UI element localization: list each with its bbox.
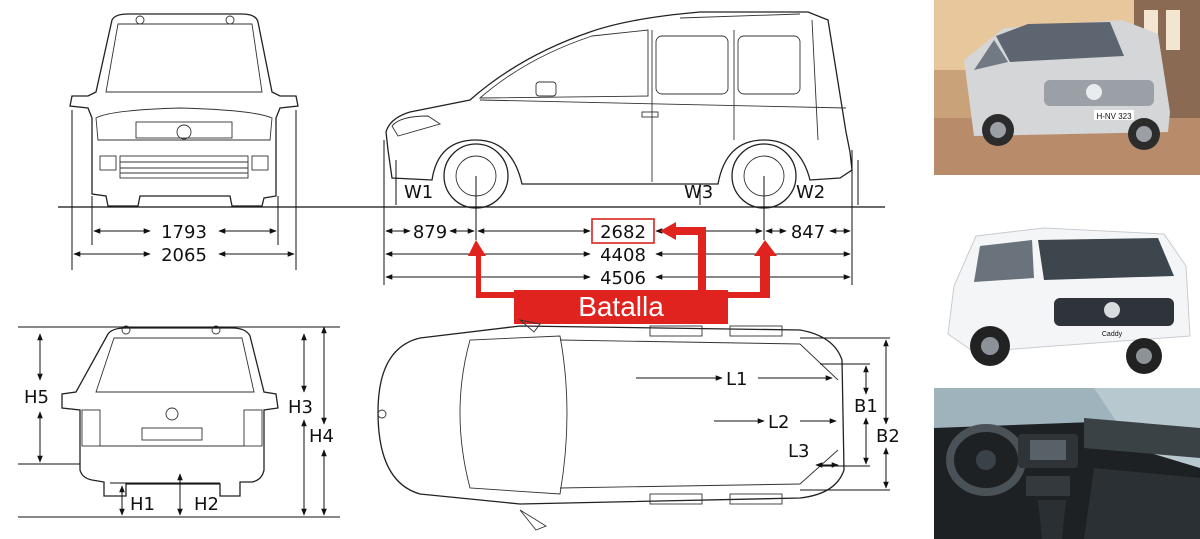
label-l2: L2 bbox=[768, 412, 789, 433]
dashboard-interior-photo bbox=[934, 388, 1200, 539]
label-h5: H5 bbox=[24, 387, 49, 408]
label-l3: L3 bbox=[788, 441, 809, 462]
dim-front-track: 1793 bbox=[161, 222, 207, 243]
label-w3: W3 bbox=[684, 182, 713, 203]
batalla-callout: Batalla bbox=[468, 222, 777, 324]
side-photo-plate: H-NV 323 bbox=[1096, 112, 1132, 121]
dim-length-b: 4506 bbox=[600, 268, 646, 289]
side-view bbox=[383, 11, 859, 285]
dimension-diagram: 1793 2065 W1 W3 W2 879 2682 847 bbox=[18, 11, 900, 531]
label-h4: H4 bbox=[309, 426, 334, 447]
dim-wheelbase: 2682 bbox=[600, 222, 646, 243]
label-b2: B2 bbox=[876, 426, 900, 447]
dim-front-width: 2065 bbox=[161, 245, 207, 266]
studio-photo-badge: Caddy bbox=[1102, 331, 1123, 338]
label-l1: L1 bbox=[726, 369, 747, 390]
dim-front-overhang: 879 bbox=[413, 222, 447, 243]
wheelbase-highlight-box bbox=[591, 218, 655, 244]
label-h3: H3 bbox=[288, 397, 313, 418]
dim-length-a: 4408 bbox=[600, 245, 646, 266]
silver-van-street-photo: H-NV 323 bbox=[934, 0, 1200, 175]
label-h2: H2 bbox=[194, 494, 219, 515]
dim-rear-overhang: 847 bbox=[791, 222, 825, 243]
label-w2: W2 bbox=[796, 182, 825, 203]
label-h1: H1 bbox=[130, 494, 155, 515]
white-van-studio-photo: Caddy bbox=[934, 206, 1200, 378]
label-w1: W1 bbox=[404, 182, 433, 203]
top-view bbox=[377, 319, 845, 531]
batalla-label: Batalla bbox=[578, 291, 664, 322]
label-b1: B1 bbox=[854, 396, 878, 417]
rear-view bbox=[61, 325, 279, 497]
front-view bbox=[69, 13, 299, 270]
